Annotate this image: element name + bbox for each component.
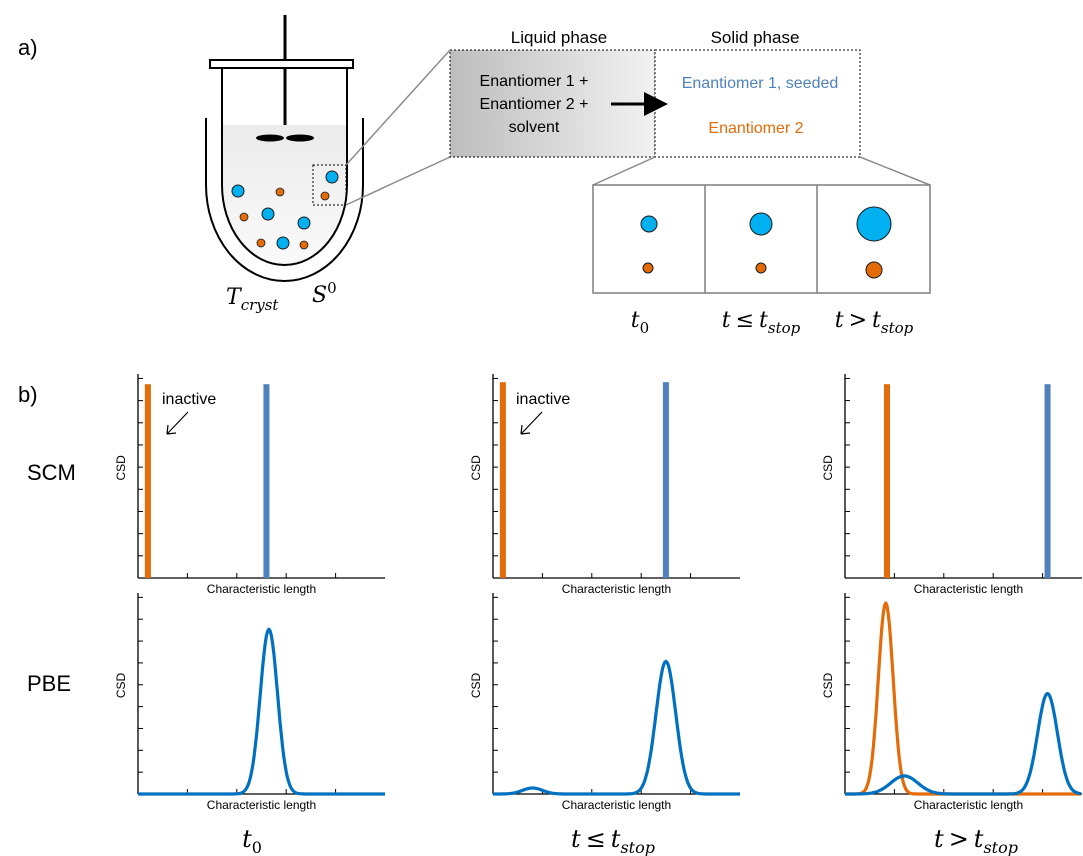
enantiomer2-crystal [256,238,266,248]
enantiomer2-crystal [755,262,767,274]
time-label: t0 [631,308,649,337]
csd-curve [492,659,741,796]
y-axis-label: CSD [114,455,128,481]
y-axis-label: CSD [114,672,128,698]
time-label: t≤tstop [722,308,801,337]
solid-phase-title: Solid phase [711,28,800,47]
enantiomer2-crystal [642,262,654,274]
panel-b-label: b) [18,382,38,407]
csd-bar [499,382,506,578]
inactive-arrow [166,411,189,435]
enantiomer2-crystal [865,261,883,279]
csd-bar [1044,384,1051,578]
panel-a-label: a) [18,35,38,60]
zoom-region [312,164,347,206]
y-axis-label: CSD [469,455,483,481]
csd-bar [662,382,669,578]
inactive-arrowhead [166,424,177,435]
csd-curve [137,627,386,796]
x-axis-label: Characteristic length [562,582,671,596]
enantiomer1-crystal [749,212,773,236]
solid-phase-box [654,49,861,158]
enantiomer1-crystal [640,215,658,233]
liquid-phase-line: Enantiomer 2 + [480,96,589,113]
enantiomer1-label: Enantiomer 1, seeded [682,75,839,92]
zoom-line [345,156,451,206]
inactive-annotation: inactive [516,391,570,408]
time-label: t≤tstop [571,825,655,856]
x-axis-label: Characteristic length [207,582,316,596]
liquid-phase-line: Enantiomer 1 + [480,73,589,90]
enantiomer1-crystal [261,207,275,221]
enantiomer2-label: Enantiomer 2 [708,120,803,137]
liquid-phase-line: solvent [509,119,560,136]
inactive-arrowhead [520,424,531,435]
crystal-growth-timeline [592,184,931,294]
x-axis-label: Characteristic length [914,798,1023,812]
reactor-vessel [205,15,364,282]
enantiomer2-crystal [320,191,330,201]
liquid-phase-title: Liquid phase [511,28,607,47]
x-axis-label: Characteristic length [562,798,671,812]
csd-bar [144,384,151,578]
x-axis-label: Characteristic length [207,798,316,812]
row-label-pbe: PBE [27,671,71,696]
enantiomer2-crystal [239,212,249,222]
enantiomer1-crystal [276,236,290,250]
y-axis-label: CSD [821,672,835,698]
time-label: t>tstop [934,825,1018,856]
time-label: t>tstop [835,308,914,337]
x-axis-label: Characteristic length [914,582,1023,596]
zoom-line [345,49,451,166]
enantiomer1-crystal [231,184,245,198]
reactor-crystals [231,170,339,250]
csd-bar [883,384,890,578]
enantiomer1-crystal [325,170,339,184]
y-axis-label: CSD [469,672,483,698]
inactive-annotation: inactive [162,391,216,408]
enantiomer2-crystal [299,240,309,250]
csd-bar [263,384,270,578]
time-label: t0 [242,825,262,856]
zoom-line [859,156,931,186]
enantiomer1-crystal [297,216,311,230]
y-axis-label: CSD [821,455,835,481]
csd-curve [844,691,1082,796]
enantiomer2-crystal [275,187,285,197]
temperature-label: Tcryst [226,285,279,314]
supersaturation-label: S0 [312,279,337,308]
inactive-arrow [520,411,543,435]
zoom-line [592,156,656,186]
enantiomer1-crystal [856,206,892,242]
row-label-scm: SCM [27,460,76,485]
